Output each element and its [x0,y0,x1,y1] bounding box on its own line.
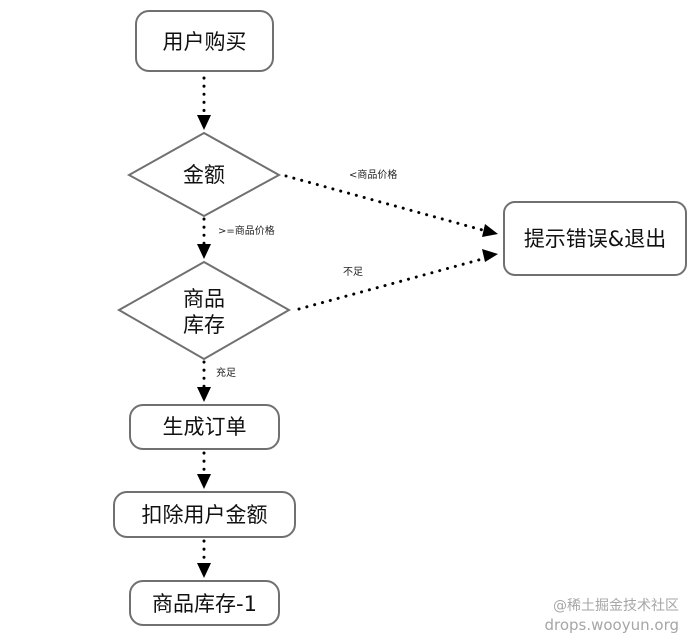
node-label: 扣除用户金额 [142,503,268,527]
node-label: 商品库存-1 [152,592,257,616]
arrowhead [197,115,211,130]
node-label: 用户购买 [163,30,247,54]
arrowhead [197,387,211,402]
watermark-brand: @稀土掘金技术社区 [553,598,679,614]
node-label-line1: 商品 [183,287,225,311]
node-stock-decrement: 商品库存-1 [129,580,280,626]
arrowhead [197,563,211,578]
node-label: 生成订单 [163,415,247,439]
arrowhead [482,224,498,237]
watermark-url: drops.wooyun.org [544,616,679,634]
node-error-exit: 提示错误&退出 [503,201,687,276]
node-user-purchase: 用户购买 [135,10,274,72]
edge-deduct-to-decrement [197,539,211,578]
edge-stock-to-order [197,360,211,402]
node-deduct-balance: 扣除用户金额 [113,491,296,538]
edge-order-to-deduct [197,451,211,489]
edge-label-amount-lt-price: <商品价格 [349,168,397,181]
edge-amount-to-error [284,174,498,237]
node-create-order: 生成订单 [129,404,280,450]
edge-label-amount-gte-price: >=商品价格 [218,224,275,237]
node-label: 金额 [183,163,225,187]
edge-purchase-to-amount [197,76,211,130]
node-stock-decision: 商品 库存 [116,260,292,361]
edge-stock-to-error [297,249,498,311]
arrowhead [197,474,211,489]
edge-label-stock-insufficient: 不足 [343,266,363,278]
arrowhead [197,244,211,259]
node-label: 提示错误&退出 [524,227,666,251]
node-amount-decision: 金额 [126,131,282,218]
edge-amount-to-stock [197,217,211,259]
node-label-line2: 库存 [183,313,225,337]
arrowhead [482,249,498,262]
edge-label-stock-sufficient: 充足 [216,366,236,379]
